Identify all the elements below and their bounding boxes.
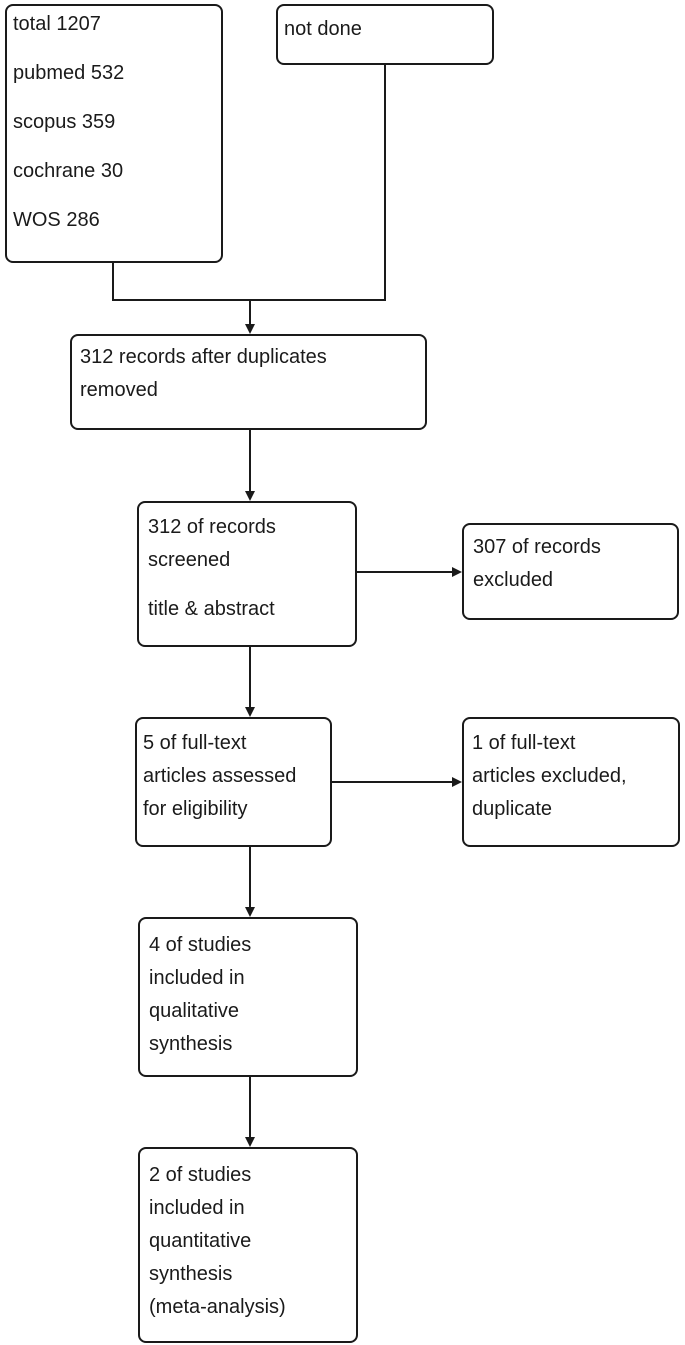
connector-notdone-down — [384, 65, 386, 301]
box-identification-sources: total 1207 pubmed 532 scopus 359 cochran… — [5, 4, 223, 263]
sources-scopus: scopus 359 — [13, 111, 116, 133]
sources-cochrane: cochrane 30 — [13, 160, 124, 182]
fulltext-assessed-line2: articles assessed — [143, 765, 297, 787]
box-not-done: not done — [276, 4, 494, 65]
box-quantitative-synthesis: 2 of studies included in quantitative sy… — [138, 1147, 358, 1343]
fulltext-assessed-line1: 5 of full-text — [143, 732, 247, 754]
fulltext-excluded-line1: 1 of full-text — [472, 732, 576, 754]
sources-pubmed: pubmed 532 — [13, 62, 125, 84]
box-fulltext-assessed: 5 of full-text articles assessed for eli… — [135, 717, 332, 847]
after-duplicates-line1: 312 records after duplicates — [80, 346, 327, 368]
qualitative-line3: qualitative — [149, 1000, 240, 1022]
box-records-excluded: 307 of records excluded — [462, 523, 679, 620]
qualitative-line4: synthesis — [149, 1033, 233, 1055]
connector-screened-to-fulltext — [249, 645, 251, 709]
connector-fulltext-to-excluded — [330, 781, 454, 783]
connector-sources-down — [112, 263, 114, 301]
quantitative-line5: (meta-analysis) — [149, 1296, 286, 1318]
box-fulltext-excluded: 1 of full-text articles excluded, duplic… — [462, 717, 680, 847]
connector-screened-to-excluded — [355, 571, 454, 573]
qualitative-line2: included in — [149, 967, 245, 989]
records-excluded-line1: 307 of records — [473, 536, 601, 558]
connector-duplicates-to-screened — [249, 428, 251, 493]
arrow-down-icon — [245, 1137, 255, 1147]
arrow-down-icon — [245, 707, 255, 717]
after-duplicates-line2: removed — [80, 379, 158, 401]
arrow-down-icon — [245, 907, 255, 917]
screened-line2: screened — [148, 549, 231, 571]
quantitative-line4: synthesis — [149, 1263, 233, 1285]
connector-fulltext-to-qualitative — [249, 845, 251, 909]
not-done-label: not done — [284, 18, 362, 40]
arrow-down-icon — [245, 324, 255, 334]
arrow-right-icon — [452, 567, 462, 577]
quantitative-line3: quantitative — [149, 1230, 252, 1252]
screened-line1: 312 of records — [148, 516, 276, 538]
screened-method: title & abstract — [148, 598, 275, 620]
sources-wos: WOS 286 — [13, 209, 100, 231]
fulltext-assessed-line3: for eligibility — [143, 798, 248, 820]
box-records-after-duplicates: 312 records after duplicates removed — [70, 334, 427, 430]
qualitative-line1: 4 of studies — [149, 934, 252, 956]
quantitative-line1: 2 of studies — [149, 1164, 252, 1186]
arrow-right-icon — [452, 777, 462, 787]
quantitative-line2: included in — [149, 1197, 245, 1219]
box-qualitative-synthesis: 4 of studies included in qualitative syn… — [138, 917, 358, 1077]
box-records-screened: 312 of records screened title & abstract — [137, 501, 357, 647]
sources-total: total 1207 — [13, 13, 101, 35]
connector-qualitative-to-quantitative — [249, 1075, 251, 1139]
connector-merge-down — [249, 299, 251, 326]
records-excluded-line2: excluded — [473, 569, 554, 591]
fulltext-excluded-line2: articles excluded, — [472, 765, 627, 787]
fulltext-excluded-line3: duplicate — [472, 798, 553, 820]
arrow-down-icon — [245, 491, 255, 501]
